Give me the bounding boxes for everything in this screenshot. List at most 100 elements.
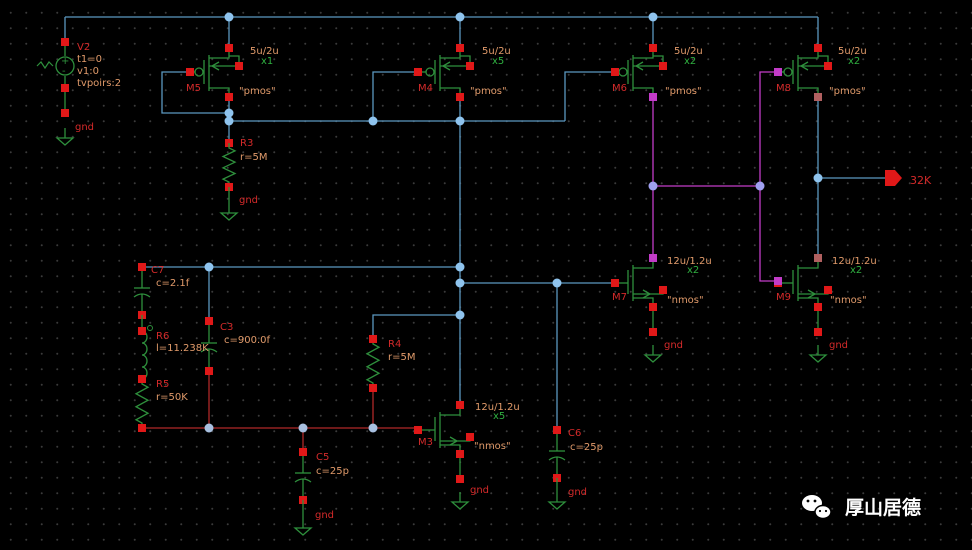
output-pin-icon[interactable] [885, 170, 902, 186]
wire-junction [298, 423, 308, 433]
pin[interactable] [649, 93, 657, 101]
ground-triangle [808, 354, 828, 363]
pin[interactable] [814, 44, 822, 52]
pin[interactable] [138, 263, 146, 271]
m6-size: 5u/2u [674, 46, 703, 57]
pin[interactable] [456, 93, 464, 101]
m8-size: 5u/2u [838, 46, 867, 57]
wire-junction [648, 181, 658, 191]
m5-mult: x1 [261, 56, 273, 67]
pin[interactable] [814, 328, 822, 336]
m4-model: "pmos" [470, 86, 507, 97]
pin[interactable] [456, 475, 464, 483]
pin[interactable] [186, 68, 194, 76]
pin[interactable] [774, 68, 782, 76]
pin[interactable] [369, 384, 377, 392]
c5-value: c=25p [316, 466, 349, 477]
pin[interactable] [814, 303, 822, 311]
capacitor-c7 [133, 267, 151, 315]
m3-mult: x5 [493, 411, 505, 422]
wire-junction [204, 423, 214, 433]
wire[interactable] [161, 71, 229, 114]
pin[interactable] [225, 44, 233, 52]
pin[interactable] [61, 109, 69, 117]
m6-mult: x2 [684, 56, 696, 67]
pin[interactable] [814, 93, 822, 101]
pin[interactable] [611, 279, 619, 287]
pin[interactable] [649, 303, 657, 311]
pin[interactable] [61, 84, 69, 92]
pin[interactable] [649, 328, 657, 336]
wire-junction [455, 12, 465, 22]
pin[interactable] [649, 44, 657, 52]
arrow [210, 61, 220, 71]
wire[interactable] [372, 71, 418, 121]
wire-junction [204, 262, 214, 272]
wire-junction [368, 116, 378, 126]
gnd-label: gnd [829, 340, 848, 351]
pin[interactable] [611, 68, 619, 76]
wire-junction [648, 12, 658, 22]
r3-name: R3 [240, 138, 253, 149]
pin[interactable] [138, 424, 146, 432]
wire-junction [455, 310, 465, 320]
pin[interactable] [456, 44, 464, 52]
m7-name: M7 [612, 292, 627, 303]
pin[interactable] [814, 254, 822, 262]
pin[interactable] [225, 93, 233, 101]
wire-junction [224, 12, 234, 22]
pin[interactable] [456, 401, 464, 409]
pin[interactable] [299, 448, 307, 456]
r4-value: r=5M [388, 352, 415, 363]
body [440, 55, 471, 67]
m4-size: 5u/2u [482, 46, 511, 57]
wire[interactable] [372, 314, 460, 339]
ground-icon [808, 345, 828, 363]
gate-bubble [425, 67, 435, 77]
wire[interactable] [759, 71, 778, 282]
gate-bubble [194, 67, 204, 77]
pin[interactable] [205, 317, 213, 325]
pin[interactable] [659, 286, 667, 294]
pin[interactable] [456, 450, 464, 458]
ground-triangle [219, 212, 239, 221]
c5-name: C5 [316, 452, 329, 463]
pin[interactable] [235, 62, 243, 70]
pin[interactable] [824, 62, 832, 70]
m6-model: "pmos" [665, 86, 702, 97]
inductor-coil [141, 330, 148, 380]
pin[interactable] [649, 254, 657, 262]
ground-icon [219, 203, 239, 221]
arrow [634, 61, 644, 71]
pin[interactable] [205, 367, 213, 375]
resistor-zigzag [365, 339, 381, 388]
voltage-source-v2: +- [36, 42, 75, 113]
m6-name: M6 [612, 83, 627, 94]
pin[interactable] [138, 327, 146, 335]
pin[interactable] [553, 426, 561, 434]
wire-junction [224, 108, 234, 118]
pin[interactable] [61, 38, 69, 46]
pin[interactable] [138, 375, 146, 383]
pin[interactable] [774, 277, 782, 285]
m7-size: 12u/1.2u [667, 256, 712, 267]
m4-name: M4 [418, 83, 433, 94]
pin[interactable] [824, 286, 832, 294]
pin[interactable] [414, 426, 422, 434]
gate-bubble [618, 67, 628, 77]
source-circle [55, 56, 75, 76]
m7-mult: x2 [687, 265, 699, 276]
m9-size: 12u/1.2u [832, 256, 877, 267]
ground-icon [293, 518, 313, 536]
pin[interactable] [369, 335, 377, 343]
pin[interactable] [466, 433, 474, 441]
wire-junction [455, 278, 465, 288]
body [633, 55, 664, 67]
pin[interactable] [466, 62, 474, 70]
gnd-label: gnd [239, 195, 258, 206]
wire[interactable] [564, 71, 615, 121]
pin[interactable] [414, 68, 422, 76]
pin[interactable] [659, 62, 667, 70]
